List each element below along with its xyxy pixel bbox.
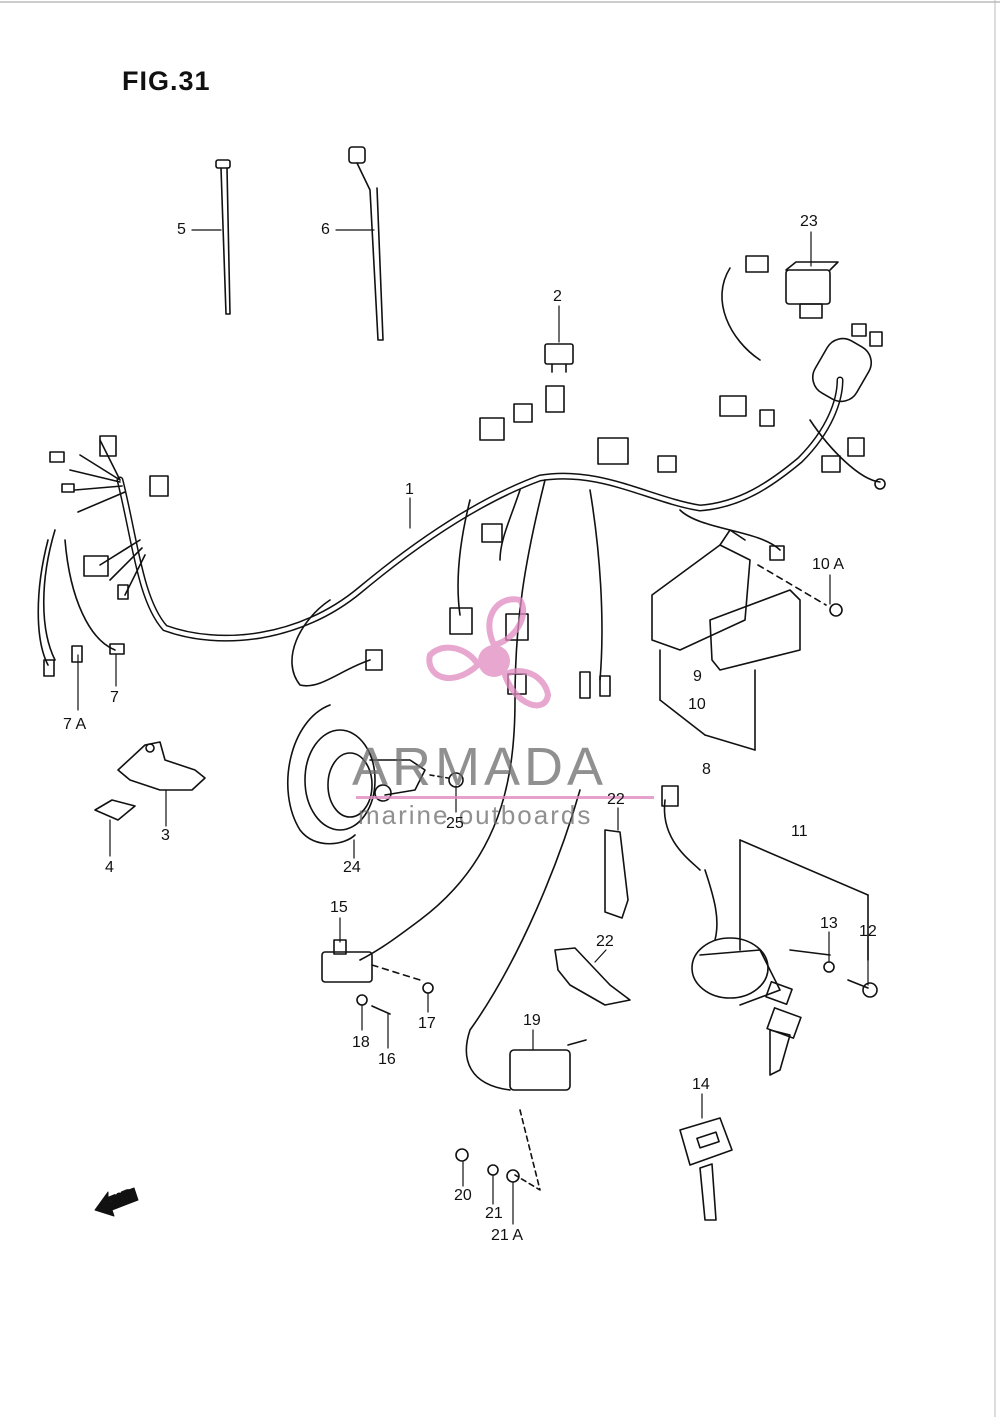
- callout-8: 8: [702, 761, 711, 778]
- callout-20: 20: [454, 1187, 472, 1204]
- regulator-unit-part-8: [651, 529, 801, 751]
- cable-tie-part-5: [215, 159, 231, 315]
- clamp-part-22-lower: [554, 947, 631, 1006]
- callout-7: 7: [110, 689, 119, 706]
- clamp-tie-part-6: [348, 146, 384, 341]
- callout-11: 11: [791, 823, 808, 840]
- bracket-part-3: [117, 741, 206, 791]
- washer-part-21: [487, 1164, 499, 1176]
- callout-1: 1: [405, 481, 414, 498]
- callout-9: 9: [693, 668, 702, 685]
- callout-22-lower: 22: [596, 933, 614, 950]
- key-part-14: [679, 1117, 733, 1221]
- callout-7a: 7 A: [63, 716, 87, 733]
- figure-title: FIG.31: [122, 66, 211, 96]
- callout-5: 5: [177, 221, 186, 238]
- callout-23: 23: [800, 213, 818, 230]
- callout-19: 19: [523, 1012, 541, 1029]
- switch-part-19: [465, 789, 587, 1191]
- callout-15: 15: [330, 899, 348, 916]
- callout-21a: 21 A: [491, 1227, 524, 1244]
- callout-12: 12: [859, 923, 877, 940]
- clamp-part-22-upper: [604, 829, 629, 919]
- fuse-part-2: [544, 343, 574, 373]
- watermark-brand: ARMADA: [352, 737, 608, 797]
- callout-6: 6: [321, 221, 330, 238]
- callout-14: 14: [692, 1076, 710, 1093]
- screw-part-16: [371, 1005, 391, 1015]
- screw-part-10a: [757, 564, 843, 617]
- propeller-logo-icon: [426, 596, 551, 709]
- callout-24: 24: [343, 859, 361, 876]
- callout-18: 18: [352, 1034, 370, 1051]
- watermark-underline: [356, 796, 654, 799]
- callout-10a: 10 A: [812, 556, 845, 573]
- main-wiring-harness-part-1: [37, 255, 886, 961]
- cushion-part-4: [94, 799, 136, 821]
- relay-part-23: [785, 261, 839, 319]
- callout-leader-lines: [77, 229, 869, 1225]
- callout-16: 16: [378, 1051, 396, 1068]
- callout-4: 4: [105, 859, 114, 876]
- callout-13: 13: [820, 915, 838, 932]
- watermark-tagline: marine outboards: [358, 800, 593, 830]
- callout-2: 2: [553, 288, 562, 305]
- screw-part-12: [847, 979, 878, 998]
- horn-part-24: [287, 704, 426, 845]
- washer-part-13: [823, 961, 835, 973]
- bolt-part-20: [455, 1148, 469, 1162]
- screw-part-17: [422, 982, 434, 994]
- washer-part-18: [356, 994, 368, 1006]
- callout-21: 21: [485, 1205, 503, 1222]
- callout-17: 17: [418, 1015, 436, 1032]
- switch-part-15: [321, 939, 421, 983]
- callout-22-upper: 22: [607, 791, 625, 808]
- callout-10: 10: [688, 696, 706, 713]
- callout-3: 3: [161, 827, 170, 844]
- callout-25: 25: [446, 815, 464, 832]
- fwd-direction-marker: FWD: [94, 1186, 139, 1217]
